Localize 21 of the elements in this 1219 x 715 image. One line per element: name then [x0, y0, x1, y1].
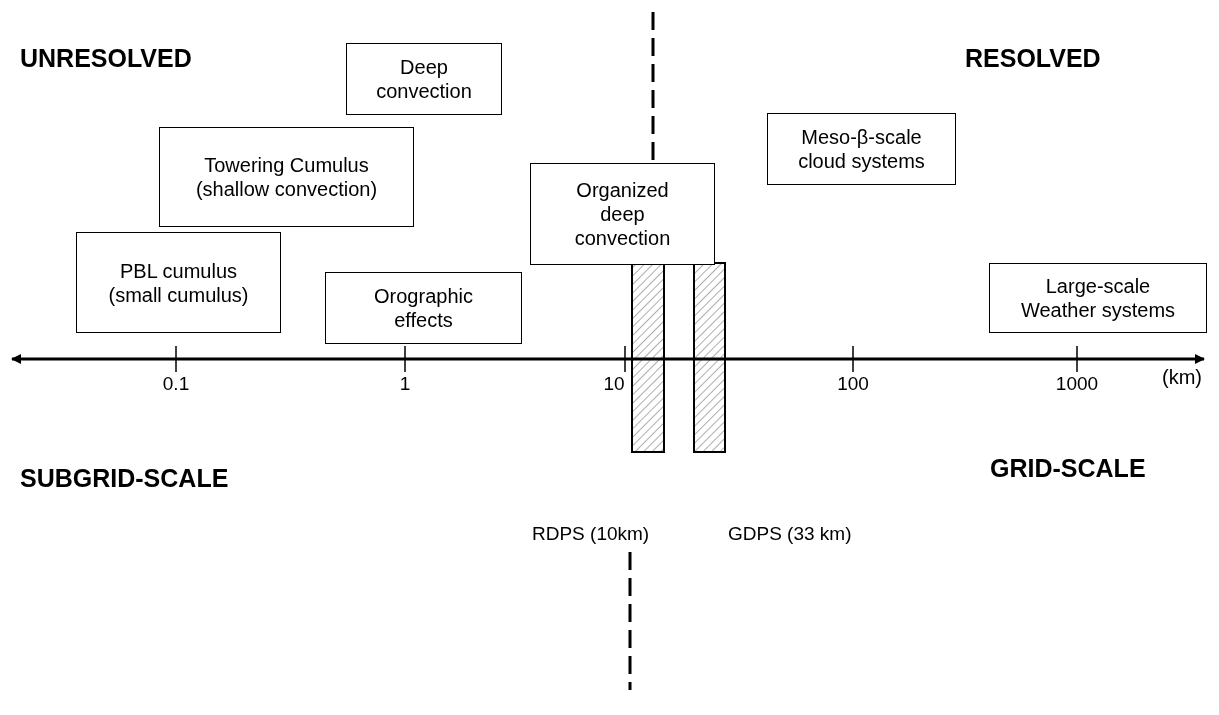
resolution-label: RDPS (10km) — [532, 522, 650, 546]
phenomenon-box: Meso-β-scale cloud systems — [767, 113, 956, 185]
tick-label: 100 — [837, 372, 869, 396]
heading-label: GRID-SCALE — [990, 453, 1146, 484]
heading-label: RESOLVED — [965, 43, 1101, 74]
heading-label: SUBGRID-SCALE — [20, 463, 229, 494]
phenomenon-box: Organized deep convection — [530, 163, 715, 265]
hatched-band — [631, 262, 665, 453]
phenomenon-box: Orographic effects — [325, 272, 522, 344]
phenomenon-box: Deep convection — [346, 43, 502, 115]
resolution-label: GDPS (33 km) — [728, 522, 852, 546]
hatched-band — [693, 262, 726, 453]
unit-label: (km) — [1162, 365, 1202, 390]
tick-label: 0.1 — [162, 372, 190, 396]
tick-label: 1 — [399, 372, 411, 396]
heading-label: UNRESOLVED — [20, 43, 192, 74]
tick-label: 10 — [603, 372, 625, 396]
tick-label: 1000 — [1055, 372, 1099, 396]
phenomenon-box: Large-scale Weather systems — [989, 263, 1207, 333]
phenomenon-box: PBL cumulus (small cumulus) — [76, 232, 281, 333]
phenomenon-box: Towering Cumulus (shallow convection) — [159, 127, 414, 227]
